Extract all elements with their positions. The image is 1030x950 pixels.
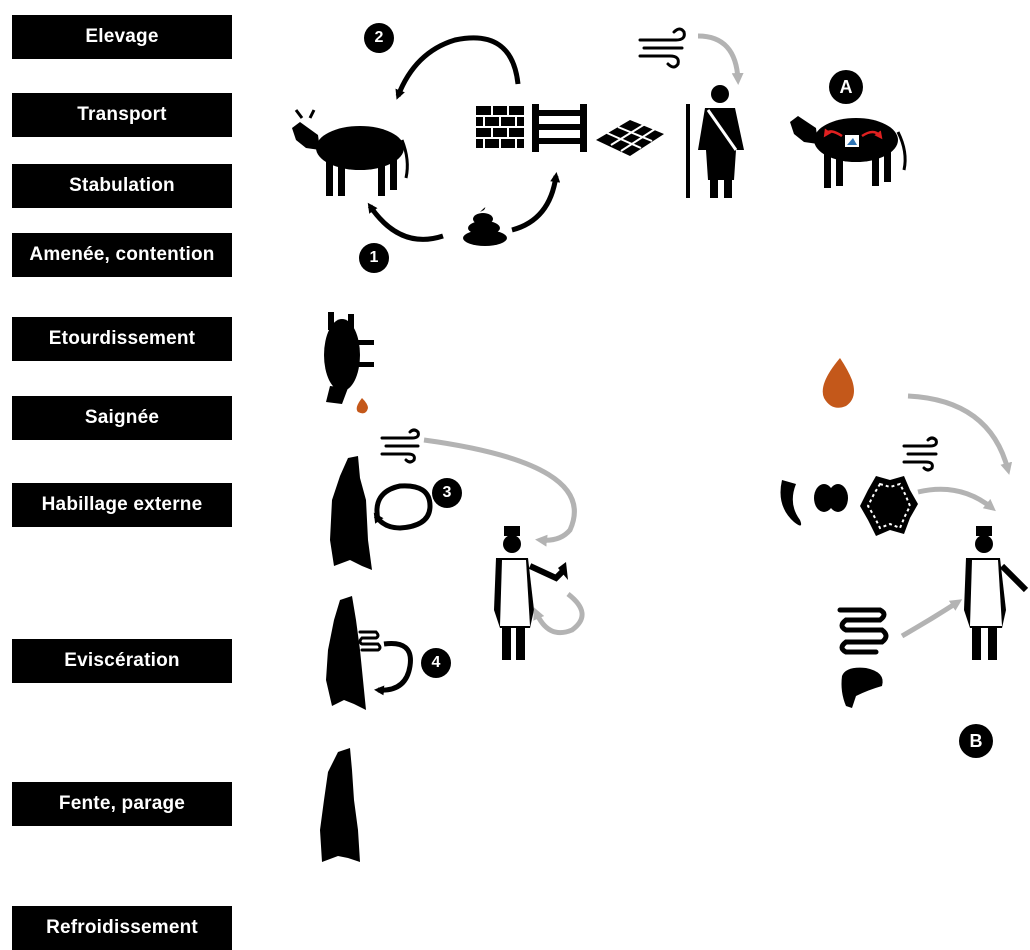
hanging-cow-icon	[324, 312, 374, 404]
carcass-evisceration-icon	[326, 596, 366, 710]
intestine-icon	[837, 607, 889, 655]
cycle-arrow-floor	[511, 172, 561, 233]
intestine-small-icon	[358, 630, 382, 652]
final-carcass-icon	[320, 748, 360, 862]
step-stabulation: Stabulation	[12, 164, 232, 208]
marker-b: B	[959, 724, 993, 758]
liver-icon	[841, 667, 883, 708]
step-transport: Transport	[12, 93, 232, 137]
butcher-icon	[494, 526, 568, 660]
wind-arrow-top	[697, 33, 744, 85]
wall-icon	[476, 106, 524, 148]
step-evisceration: Eviscération	[12, 639, 232, 683]
cow-contamination-icon	[790, 116, 907, 188]
step-elevage: Elevage	[12, 15, 232, 59]
intestine-arrow	[900, 599, 963, 639]
blood-arrow	[907, 393, 1013, 475]
step-amenee-contention: Amenée, contention	[12, 233, 232, 277]
butcher-rotation-arrow	[533, 592, 585, 636]
floor-grid-icon	[596, 120, 664, 156]
blood-drop-icon	[822, 358, 854, 408]
manure-icon	[463, 207, 507, 246]
wind-icon-right	[902, 436, 938, 472]
wind-icon-mid	[380, 428, 420, 464]
cow-icon	[292, 109, 409, 196]
marker-4: 4	[421, 648, 451, 678]
butcher-right-icon	[964, 526, 1029, 660]
organs-icon	[780, 480, 848, 526]
rotation-arrow-3	[373, 483, 433, 531]
hide-arrow	[917, 486, 996, 512]
step-habillage-externe: Habillage externe	[12, 483, 232, 527]
marker-3: 3	[432, 478, 462, 508]
carcass-icon	[330, 456, 372, 570]
marker-1: 1	[359, 243, 389, 273]
step-saignee: Saignée	[12, 396, 232, 440]
rotation-arrow-4	[374, 640, 413, 696]
cycle-arrow-1	[367, 202, 444, 242]
wind-arrow-mid	[423, 437, 577, 547]
marker-a: A	[829, 70, 863, 104]
fence-icon	[532, 104, 587, 152]
cycle-arrow-2	[395, 35, 521, 100]
step-etourdissement: Etourdissement	[12, 317, 232, 361]
step-fente-parage: Fente, parage	[12, 782, 232, 826]
wind-icon	[638, 27, 686, 69]
hide-icon	[860, 476, 918, 536]
herder-icon	[686, 85, 744, 198]
marker-2: 2	[364, 23, 394, 53]
blood-drop-small-icon	[356, 398, 368, 414]
